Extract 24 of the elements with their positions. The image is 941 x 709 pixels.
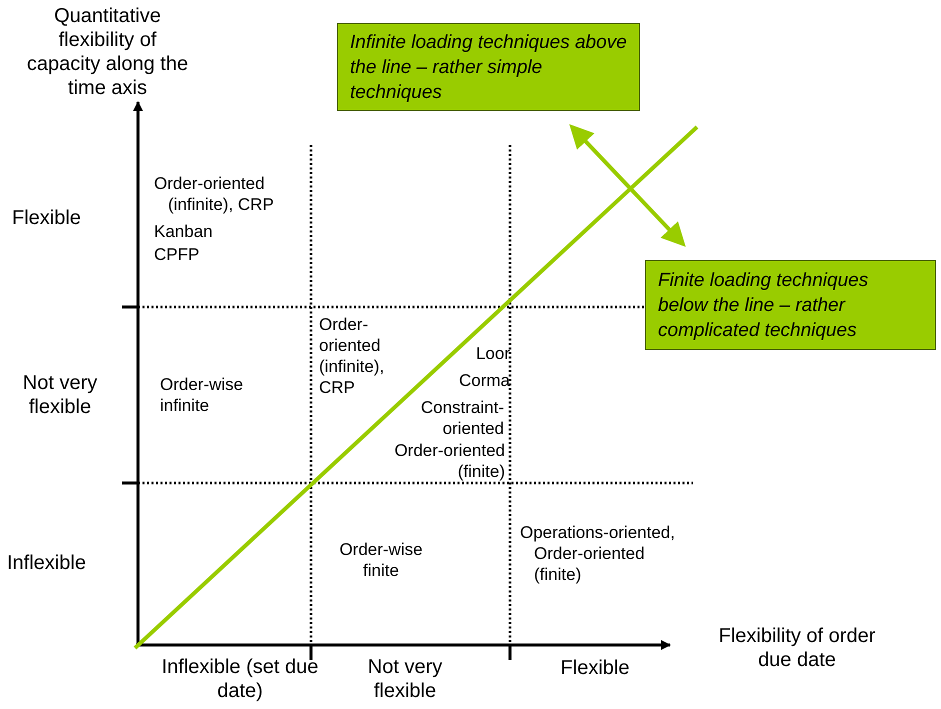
technique-label: Order-oriented (infinite), CRP: [319, 314, 386, 398]
axis-label: Inflexible (set due date): [160, 655, 320, 703]
callout-text: Finite loading techniques below the line – rather complicated techniques: [658, 268, 870, 342]
axis-label: Quantitative flexibility of capacity along the time axis: [26, 4, 190, 100]
technique-label: Kanban: [154, 221, 214, 242]
technique-label: Operations-oriented, Order-oriented (finite): [520, 522, 676, 585]
technique-label: Constraint-oriented: [420, 397, 504, 439]
technique-label: Order-wise infinite: [160, 374, 244, 416]
technique-label: Order-oriented (infinite), CRP: [154, 173, 275, 215]
axis-label: Not very flexible: [22, 371, 98, 419]
axis-label: Flexible: [560, 656, 630, 680]
technique-label: Order-wise finite: [338, 539, 424, 581]
axis-label: Not very flexible: [366, 655, 444, 703]
axis-label: Flexibility of order due date: [718, 624, 876, 672]
callout-text: Infinite loading techniques above the line – rather simple techniques: [350, 30, 627, 104]
axis-label: Inflexible: [7, 551, 87, 575]
technique-label: Corma: [458, 370, 510, 391]
technique-label: CPFP: [154, 244, 200, 265]
double-arrow: [569, 124, 686, 247]
callout-box: [645, 260, 936, 350]
technique-label: Order-oriented (finite): [393, 440, 505, 482]
technique-label: Loor: [474, 343, 510, 364]
callout-box: [337, 23, 640, 111]
axis-label: Flexible: [12, 206, 82, 230]
